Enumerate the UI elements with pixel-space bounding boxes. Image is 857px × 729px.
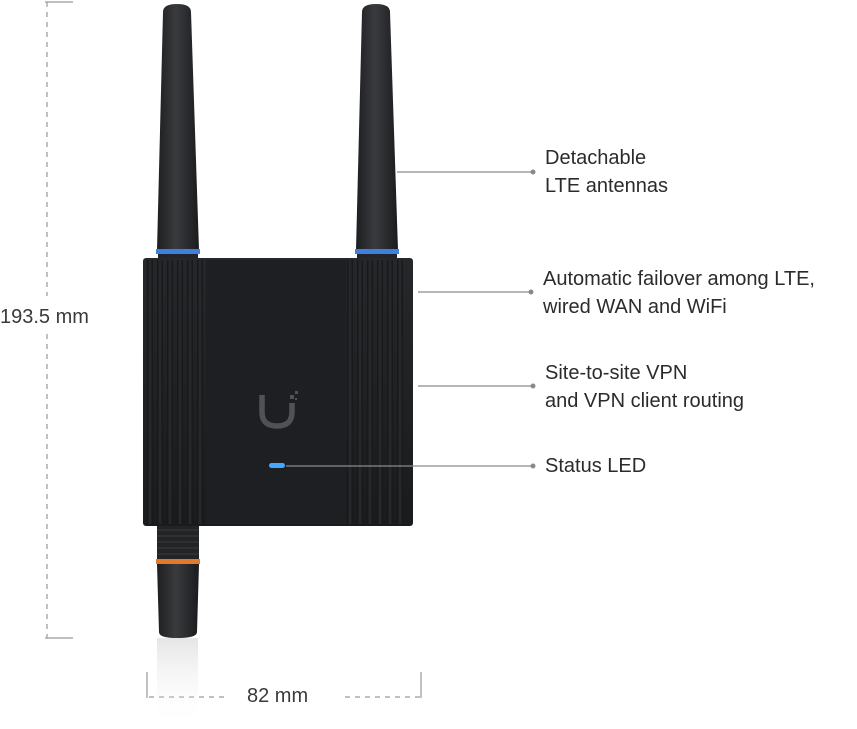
ubiquiti-u-logo-icon (259, 391, 298, 429)
front-panel (206, 260, 346, 524)
callout-antennas-line1: Detachable (545, 147, 647, 169)
callout-antennas: Detachable LTE antennas (545, 144, 668, 200)
status-led (269, 463, 285, 468)
callout-failover-line2: wired WAN and WiFi (543, 296, 727, 318)
callout-vpn-line2: and VPN client routing (545, 390, 745, 412)
callout-antennas-line2: LTE antennas (545, 175, 669, 197)
device-body (143, 258, 413, 526)
callout-failover: Automatic failover among LTE, wired WAN … (543, 265, 815, 321)
callout-failover-line1: Automatic failover among LTE, (543, 268, 815, 290)
bottom-antenna (156, 524, 200, 638)
callout-led: Status LED (545, 452, 646, 480)
callout-lines (286, 169, 536, 469)
callout-vpn-line1: Site-to-site VPN (545, 362, 688, 384)
bottom-antenna-orange-ring (156, 559, 200, 564)
right-antenna (355, 4, 399, 286)
height-dimension-label: 193.5 mm (0, 306, 89, 328)
antenna-reflection (157, 638, 198, 728)
right-heatsink-fins (347, 260, 403, 524)
callout-vpn: Site-to-site VPN and VPN client routing (545, 359, 744, 415)
left-heatsink-fins (147, 260, 203, 524)
callout-led-line1: Status LED (545, 455, 647, 477)
left-antenna (156, 4, 200, 286)
left-antenna-blue-ring (156, 249, 200, 254)
height-dimension-line (45, 1, 73, 639)
width-dimension-label: 82 mm (247, 685, 309, 707)
right-antenna-blue-ring (355, 249, 399, 254)
